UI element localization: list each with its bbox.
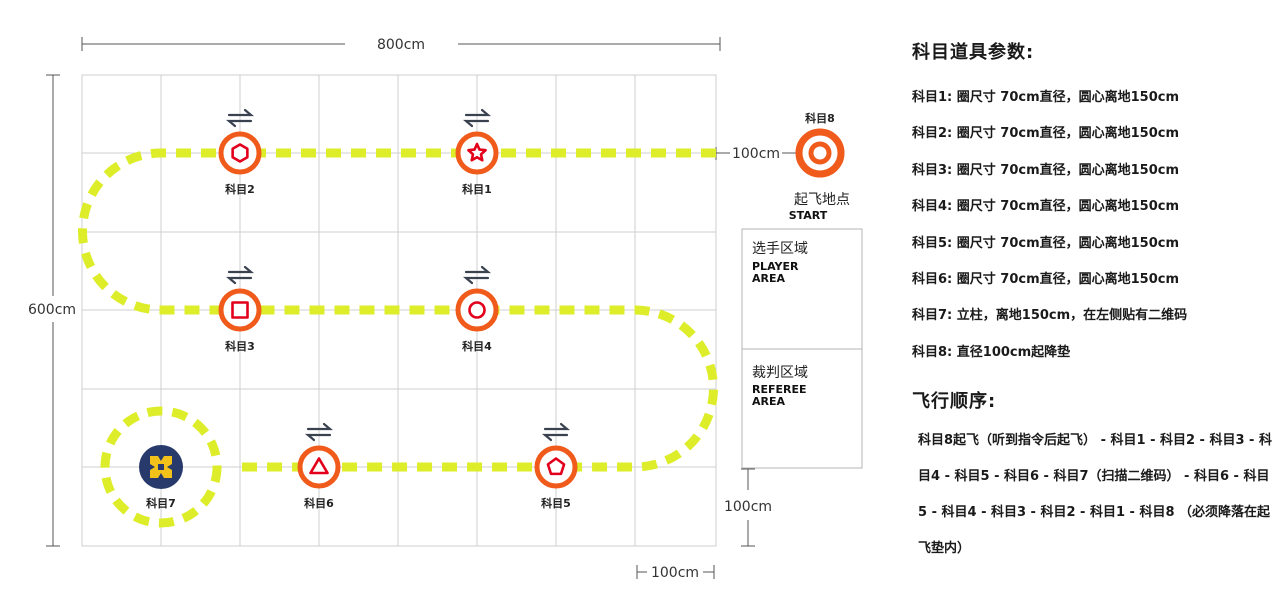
start-label-en: START [789,209,828,222]
pentagon-icon [546,457,566,476]
subject-label: 科目2 [225,182,255,196]
qr-code-icon [150,456,172,478]
start-label-cn: 起飞地点 [794,192,850,208]
flight-path [78,148,718,528]
dimension-bottom-width-label: 100cm [651,565,699,581]
params-list: 科目1: 圈尺寸 70cm直径，圆心离地150cm 科目2: 圈尺寸 70cm直… [912,80,1272,371]
param-item: 科目7: 立柱，离地150cm，在左侧贴有二维码 [912,308,1188,324]
hexagon-icon [231,143,249,163]
subject-s4: 科目4 [455,265,499,353]
order-title: 飞行顺序: [912,391,997,413]
param-item: 科目6: 圈尺寸 70cm直径，圆心离地150cm [912,271,1180,287]
hoop-ring [455,131,499,175]
field-diagram: 800cm 600cm 100cm 100cm [28,37,863,581]
hoop-ring [297,445,341,489]
swap-arrows-icon [462,265,492,285]
dimension-start-gap-label: 100cm [732,146,780,162]
player-area: 选手区域 PLAYER AREA [741,228,863,350]
subject-s2: 科目2 [218,108,262,196]
param-item: 科目2: 圈尺寸 70cm直径，圆心离地150cm [912,126,1180,142]
subject-s6: 科目6 [297,422,341,510]
subject-label: 科目1 [462,182,492,196]
referee-area-en-2: AREA [752,395,785,408]
param-item: 科目3: 圈尺寸 70cm直径，圆心离地150cm [912,162,1180,178]
pillar-loop [100,406,222,528]
swap-arrows-icon [304,422,334,442]
player-area-en-2: AREA [752,272,785,285]
target-icon [808,141,832,165]
player-area-en-1: PLAYER [752,260,799,273]
swap-arrows-icon [541,422,571,442]
param-item: 科目4: 圈尺寸 70cm直径，圆心离地150cm [912,199,1180,215]
swap-arrows-icon [462,108,492,128]
subject-label: 科目5 [541,496,571,510]
hoop-ring [218,131,262,175]
referee-area: 裁判区域 REFEREE AREA [741,348,863,469]
hoop-ring [534,445,578,489]
square-icon [231,301,249,319]
param-item: 科目1: 圈尺寸 70cm直径，圆心离地150cm [912,90,1180,105]
subject-s3: 科目3 [218,265,262,353]
subject-markers: 科目1 科目2 科目3 科目4 科目5 科目6 科目7 科目8 [139,108,845,510]
dimension-width [81,37,721,51]
subject-s8: 科目8 [795,111,845,178]
subject-label: 科目8 [805,111,835,125]
subject-s1: 科目1 [455,108,499,196]
info-panel: 科目道具参数: 科目1: 圈尺寸 70cm直径，圆心离地150cm 科目2: 圈… [912,38,1272,567]
dimension-bottom-gap-label: 100cm [724,499,772,515]
param-item: 科目5: 圈尺寸 70cm直径，圆心离地150cm [912,235,1180,251]
star-icon [467,142,487,162]
dimension-height-label: 600cm [28,302,76,318]
subject-s5: 科目5 [534,422,578,510]
subject-s7: 科目7 [139,445,183,510]
dimension-bottom-gap [741,468,755,547]
circle-icon [468,301,486,319]
dimension-width-label: 800cm [377,37,425,53]
dimension-bottom-width [636,565,715,579]
params-title: 科目道具参数: [912,42,1035,63]
triangle-icon [309,457,329,475]
player-area-cn: 选手区域 [752,241,808,257]
swap-arrows-icon [225,265,255,285]
landing-pad-outer-ring [795,128,845,178]
swap-arrows-icon [225,108,255,128]
subject-label: 科目4 [462,339,492,353]
referee-area-en-1: REFEREE [752,383,807,396]
hoop-ring [218,288,262,332]
dimension-height [46,74,60,547]
param-item: 科目8: 直径100cm起降垫 [912,344,1071,360]
subject-label: 科目3 [225,339,255,353]
order-text: 科目8起飞（听到指令后起飞） - 科目1 - 科目2 - 科目3 - 科目4 -… [918,433,1272,557]
referee-area-cn: 裁判区域 [752,365,808,381]
subject-label: 科目7 [146,496,176,510]
subject-label: 科目6 [304,496,334,510]
hoop-ring [455,288,499,332]
flight-path-line [78,148,718,472]
